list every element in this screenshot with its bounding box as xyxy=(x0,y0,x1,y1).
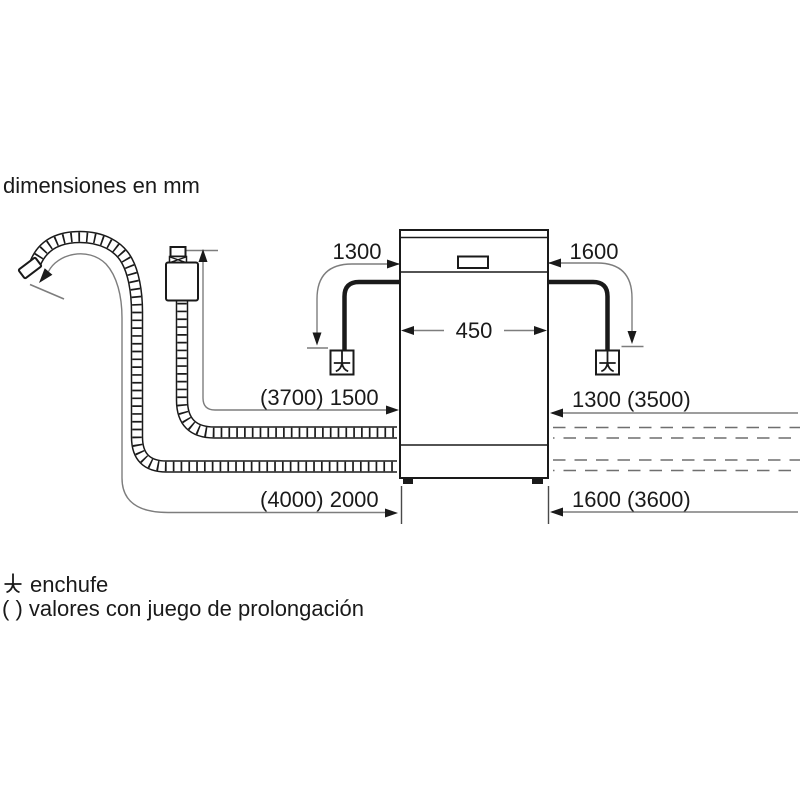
label-width: 450 xyxy=(456,318,493,343)
arrow-cable-right xyxy=(548,258,561,268)
dishwasher-display xyxy=(457,255,489,269)
ref-tick-drain-end xyxy=(29,283,65,300)
legend-plug-icon xyxy=(4,573,22,594)
power-cables xyxy=(342,279,610,350)
aquastop-valve xyxy=(165,246,199,302)
arrowheads xyxy=(39,249,637,518)
dishwasher-foot-left xyxy=(403,478,413,484)
arrow-drain-end xyxy=(39,268,53,283)
label-left-upper: (3700) 1500 xyxy=(260,385,379,410)
dim-line-cable-left xyxy=(316,263,399,333)
dishwasher-foot-right xyxy=(532,478,543,484)
plug-left xyxy=(329,349,355,376)
arrow-right-upper-left xyxy=(550,408,563,418)
arrow-drain-right xyxy=(385,508,398,518)
label-left-lower: (4000) 2000 xyxy=(260,487,379,512)
supply-hose-ribs xyxy=(177,295,397,438)
label-cable-left: 1300 xyxy=(333,239,382,264)
dim-line-cable-right xyxy=(549,262,633,332)
label-right-lower: 1600 (3600) xyxy=(572,487,691,512)
drain-hose-nozzle xyxy=(17,256,43,280)
dishwasher xyxy=(399,229,549,484)
arrow-cable-left-down xyxy=(312,332,322,346)
dashed-hose-lines xyxy=(553,426,800,472)
arrow-supply-right xyxy=(386,405,399,415)
supply-hose-outline xyxy=(175,295,397,439)
plug-right-icon xyxy=(599,351,616,373)
dim-line-supply xyxy=(202,261,388,411)
arrow-cable-right-down xyxy=(627,331,637,344)
power-cable-left xyxy=(342,279,400,350)
supply-hose xyxy=(175,295,397,439)
legend-note: ( ) valores con juego de prolongación xyxy=(2,596,364,621)
plug-right xyxy=(595,349,620,376)
arrow-right-lower-left xyxy=(550,507,563,517)
legend: enchufe ( ) valores con juego de prolong… xyxy=(2,572,364,621)
drain-hose xyxy=(29,230,397,473)
supply-hose-body xyxy=(177,295,397,438)
label-cable-right: 1600 xyxy=(570,239,619,264)
power-cable-right xyxy=(548,279,610,350)
drain-hose-ribs xyxy=(30,232,397,472)
aquastop-cap xyxy=(169,246,187,258)
aquastop-body xyxy=(165,261,199,302)
dimension-lines xyxy=(29,249,798,524)
arrow-aquastop-up xyxy=(198,249,208,262)
plug-left-icon xyxy=(333,351,351,373)
dim-line-drain xyxy=(47,253,387,514)
label-right-upper: 1300 (3500) xyxy=(572,387,691,412)
arrow-cable-left xyxy=(387,259,400,269)
legend-plug-label: enchufe xyxy=(30,572,108,597)
dimension-labels: 1300 1600 450 (3700) 1500 (4000) 2000 13… xyxy=(260,239,691,512)
diagram-title: dimensiones en mm xyxy=(3,173,200,198)
arrow-width-left xyxy=(401,326,414,335)
arrow-width-right xyxy=(534,326,547,335)
